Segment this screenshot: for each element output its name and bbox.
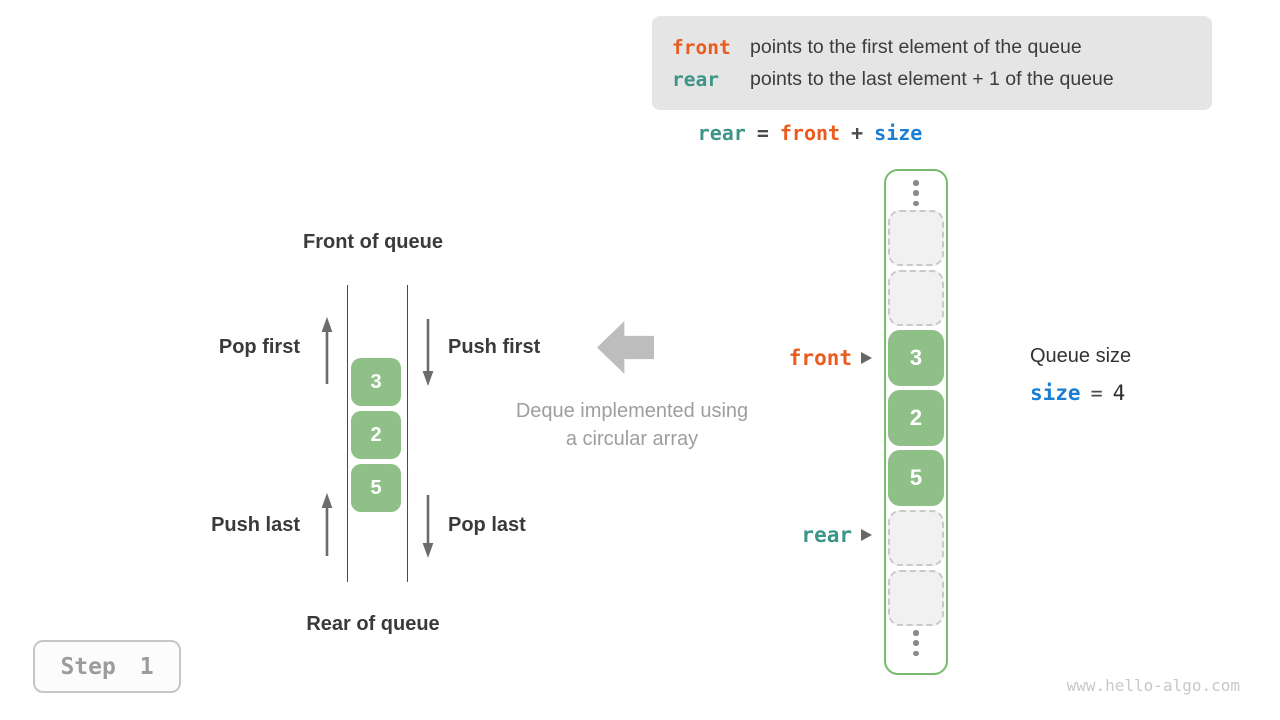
channel-left-line (347, 285, 348, 582)
equation-rear: rear (697, 121, 746, 145)
array-cell-empty (888, 210, 944, 266)
ellipsis-icon (913, 180, 919, 206)
array-cell-value: 3 (888, 330, 944, 386)
size-variable: size (1030, 381, 1081, 405)
push-last-arrow-up-icon (319, 493, 335, 563)
figure-caption: Deque implemented using a circular array (477, 398, 787, 453)
legend-line-front: front points to the first element of the… (672, 36, 1212, 59)
circular-array-column: 3 2 5 (884, 169, 948, 675)
left-arrow-icon (597, 321, 654, 374)
legend-line-rear: rear points to the last element + 1 of t… (672, 68, 1212, 91)
channel-right-line (407, 285, 408, 582)
array-cell-empty (888, 510, 944, 566)
front-of-queue-label: Front of queue (303, 231, 443, 253)
deque-value-box: 2 (351, 411, 401, 459)
step-badge: Step 1 (33, 640, 181, 693)
pop-last-label: Pop last (448, 514, 526, 536)
array-cell-value: 2 (888, 390, 944, 446)
front-pointer: front (710, 345, 872, 371)
queue-size-title: Queue size (1030, 345, 1132, 367)
equation: rear = front + size (655, 121, 965, 145)
push-first-arrow-down-icon (420, 317, 436, 391)
arrow-right-icon (861, 529, 872, 541)
rear-of-queue-label: Rear of queue (306, 613, 440, 635)
equation-front: front (779, 121, 841, 145)
ellipsis-icon (913, 630, 919, 656)
caption-line-1: Deque implemented using (515, 400, 749, 422)
pop-last-arrow-down-icon (420, 493, 436, 563)
front-pointer-label: front (788, 346, 852, 370)
deque-value-box: 3 (351, 358, 401, 406)
deque-value-box: 5 (351, 464, 401, 512)
rear-pointer-label: rear (801, 523, 852, 547)
front-description: points to the first element of the queue (750, 35, 1082, 58)
pop-first-arrow-up-icon (319, 317, 335, 391)
caption-line-2: a circular array (565, 427, 699, 450)
rear-pointer: rear (710, 522, 872, 548)
push-last-label: Push last (211, 514, 300, 536)
queue-size-expression: size = 4 (1030, 381, 1125, 405)
size-value: 4 (1112, 381, 1126, 405)
front-keyword: front (672, 35, 731, 59)
rear-keyword: rear (672, 67, 719, 91)
array-cell-empty (888, 570, 944, 626)
equation-plus: + (851, 121, 864, 145)
pop-first-label: Pop first (218, 336, 300, 358)
legend-box: front points to the first element of the… (652, 16, 1212, 110)
array-cell-value: 5 (888, 450, 944, 506)
size-equals: = (1090, 381, 1103, 405)
arrow-right-icon (861, 352, 872, 364)
watermark: www.hello-algo.com (1066, 676, 1240, 695)
equation-size: size (874, 121, 923, 145)
array-cell-empty (888, 270, 944, 326)
push-first-label: Push first (448, 336, 541, 358)
equation-equals: = (756, 121, 769, 145)
rear-description: points to the last element + 1 of the qu… (750, 67, 1114, 90)
